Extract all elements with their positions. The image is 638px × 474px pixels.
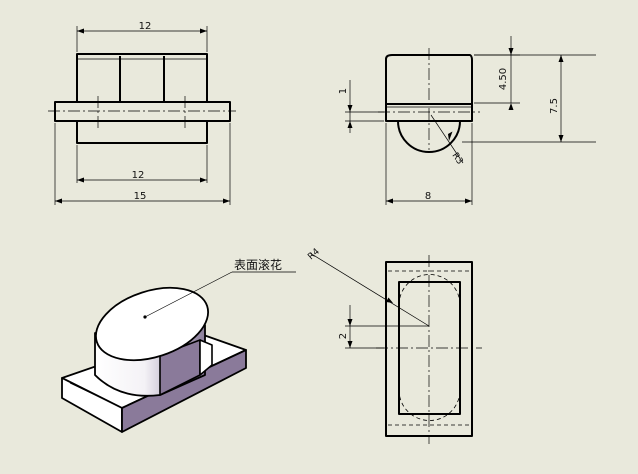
iso-slot-floor: [199, 339, 213, 376]
top-radius-label: R4: [306, 247, 322, 263]
arrow-head: [223, 198, 230, 204]
arrow-head: [77, 177, 84, 183]
side-view-body-outline: [385, 54, 473, 104]
arrow-head: [347, 121, 353, 128]
leader-line: [309, 252, 430, 327]
side-view-knurl-arc: [397, 120, 461, 153]
iso-surface-note-label: 表面滚花: [234, 257, 282, 272]
iso-cylinder-top: [95, 286, 209, 362]
side-radius-label: R3: [450, 151, 465, 167]
arrow-head: [558, 135, 564, 142]
arrow-head: [558, 55, 564, 62]
iso-base-edge-line: [69, 382, 119, 407]
arrow-head: [508, 48, 514, 55]
arrow-head: [508, 103, 514, 110]
leader-line: [144, 271, 233, 318]
front-bottom-width-label: 12: [132, 170, 145, 181]
arrow-head: [386, 297, 393, 303]
top-view: R4 2: [306, 247, 482, 444]
arrow-head: [200, 28, 207, 34]
front-overall-width-label: 15: [134, 191, 147, 202]
leader-line: [430, 114, 464, 164]
side-flange-thickness-label: 1: [338, 88, 349, 94]
arrow-head: [55, 198, 62, 204]
front-view: 12 12 15: [48, 21, 236, 205]
arrow-head: [347, 319, 353, 326]
arrow-head: [200, 177, 207, 183]
side-view: R3 4.50 7.5 1 8: [338, 36, 596, 205]
side-overall-height-label: 7.5: [549, 98, 560, 114]
arrow-head: [386, 198, 393, 204]
arrow-head: [465, 198, 472, 204]
front-top-width-label: 12: [139, 21, 152, 32]
top-offset-label: 2: [338, 333, 349, 339]
top-view-inner-outline: [398, 281, 461, 415]
iso-view: 表面滚花: [61, 257, 296, 433]
arrow-head: [77, 28, 84, 34]
arrow-head: [347, 341, 353, 348]
top-view-knurl-circle: [398, 274, 461, 421]
side-upper-height-label: 4.50: [498, 68, 509, 90]
arrow-head: [448, 131, 453, 141]
front-view-body-outline: [54, 53, 231, 144]
arrow-head: [347, 105, 353, 112]
side-width-label: 8: [425, 191, 431, 202]
front-view-slot: [119, 56, 165, 103]
